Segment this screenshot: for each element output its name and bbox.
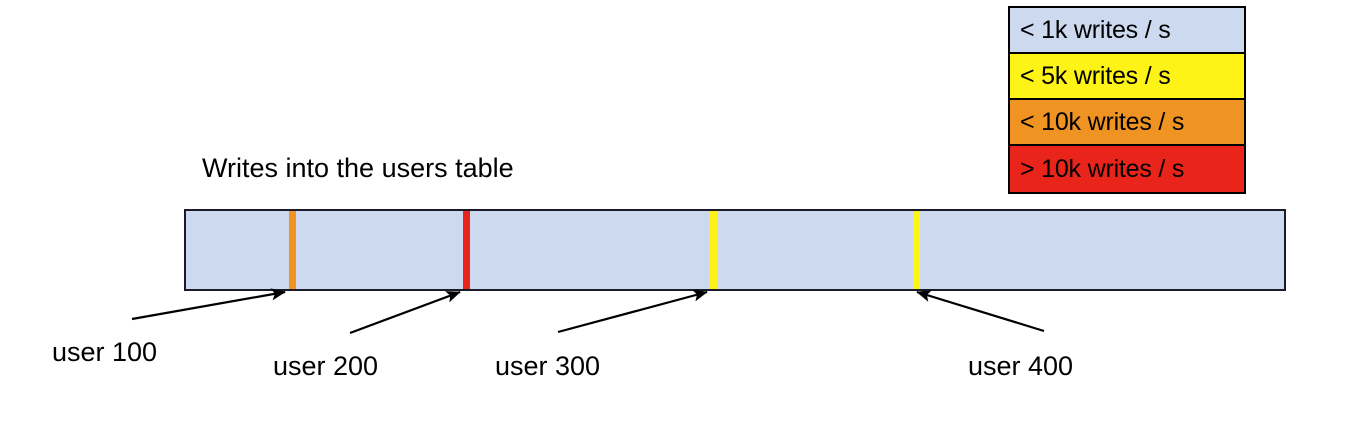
legend-label-under-5k: < 5k writes / s — [1020, 61, 1171, 90]
legend-label-under-10k: < 10k writes / s — [1020, 107, 1185, 136]
arrow-user-200 — [349, 290, 461, 335]
legend-row-under-5k: < 5k writes / s — [1010, 54, 1244, 100]
user-400-marker — [913, 211, 920, 289]
user-label-300: user 300 — [495, 351, 601, 381]
legend-label-under-1k: < 1k writes / s — [1020, 15, 1171, 44]
legend-row-over-10k: > 10k writes / s — [1010, 146, 1244, 192]
legend-row-under-1k: < 1k writes / s — [1010, 8, 1244, 54]
arrow-user-300 — [557, 289, 708, 334]
user-300-marker — [710, 211, 717, 289]
arrow-user-400 — [916, 290, 1045, 333]
user-label-400: user 400 — [968, 351, 1074, 381]
legend-row-under-10k: < 10k writes / s — [1010, 100, 1244, 146]
user-100-marker — [289, 211, 296, 289]
users-table-bar — [184, 209, 1286, 291]
user-label-100: user 100 — [52, 337, 158, 367]
write-rate-legend: < 1k writes / s < 5k writes / s < 10k wr… — [1008, 6, 1246, 194]
bar-caption: Writes into the users table — [202, 153, 514, 183]
user-200-marker — [463, 211, 470, 289]
arrow-user-100 — [131, 288, 286, 321]
user-label-200: user 200 — [273, 351, 379, 381]
legend-label-over-10k: > 10k writes / s — [1020, 154, 1185, 183]
